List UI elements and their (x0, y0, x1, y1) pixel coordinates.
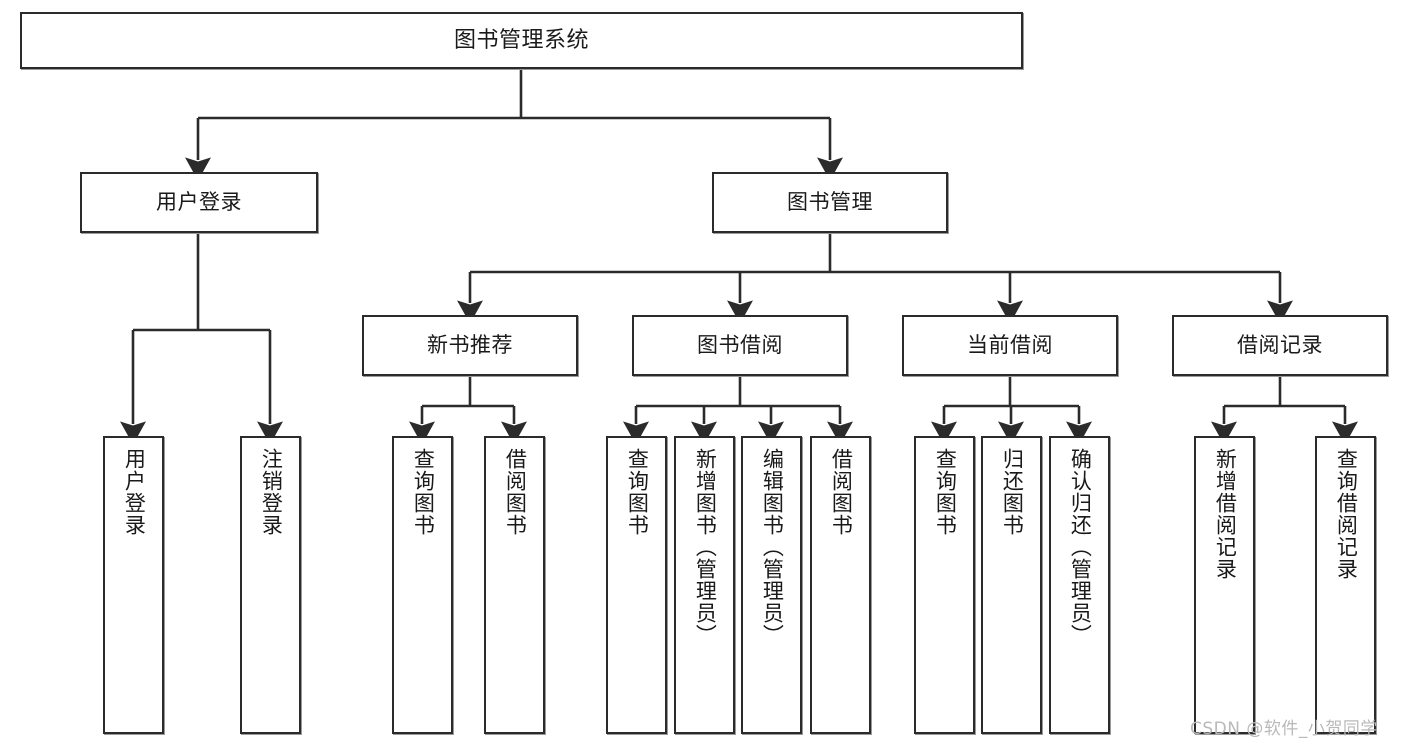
node-label: 编辑图书（管理员） (760, 448, 785, 646)
node-label: 借阅图书 (829, 448, 854, 536)
node-new-book-recommend[interactable]: 新书推荐 (362, 315, 578, 376)
leaf-add-book-admin[interactable]: 新增图书（管理员） (674, 436, 735, 734)
node-label: 查询借阅记录 (1334, 448, 1359, 580)
node-book-borrow[interactable]: 图书借阅 (632, 315, 848, 376)
node-label: 归还图书 (1000, 448, 1025, 536)
leaf-borrow-book[interactable]: 借阅图书 (810, 436, 871, 734)
node-label: 查询图书 (411, 448, 436, 536)
leaf-confirm-return-admin[interactable]: 确认归还（管理员） (1049, 436, 1110, 734)
leaf-query-borrow-record[interactable]: 查询借阅记录 (1315, 436, 1376, 734)
node-label: 查询图书 (625, 448, 650, 536)
node-user-login[interactable]: 用户登录 (80, 172, 318, 233)
node-label: 借阅记录 (1237, 333, 1323, 358)
node-label: 借阅图书 (503, 448, 528, 536)
leaf-edit-book-admin[interactable]: 编辑图书（管理员） (741, 436, 802, 734)
node-label: 用户登录 (122, 448, 147, 536)
node-label: 新增借阅记录 (1213, 448, 1238, 580)
node-label: 确认归还（管理员） (1068, 448, 1093, 646)
node-label: 图书管理 (787, 190, 873, 215)
leaf-borrow-book-new[interactable]: 借阅图书 (484, 436, 545, 734)
node-label: 用户登录 (156, 190, 242, 215)
node-label: 图书管理系统 (453, 27, 589, 53)
node-root-system[interactable]: 图书管理系统 (20, 12, 1023, 69)
node-label: 新增图书（管理员） (693, 448, 718, 646)
leaf-query-book-new[interactable]: 查询图书 (392, 436, 453, 734)
node-label: 新书推荐 (427, 333, 513, 358)
watermark-text: CSDN @软件_小贺同学 (1190, 719, 1378, 739)
node-current-borrow[interactable]: 当前借阅 (902, 315, 1118, 376)
node-label: 注销登录 (259, 448, 284, 536)
leaf-user-login[interactable]: 用户登录 (103, 436, 164, 734)
node-borrow-record[interactable]: 借阅记录 (1172, 315, 1388, 376)
leaf-return-book[interactable]: 归还图书 (981, 436, 1042, 734)
node-label: 图书借阅 (697, 333, 783, 358)
leaf-query-book-current[interactable]: 查询图书 (914, 436, 975, 734)
leaf-query-book-borrow[interactable]: 查询图书 (606, 436, 667, 734)
node-label: 当前借阅 (967, 333, 1053, 358)
node-book-management[interactable]: 图书管理 (712, 172, 948, 233)
node-label: 查询图书 (933, 448, 958, 536)
leaf-add-borrow-record[interactable]: 新增借阅记录 (1194, 436, 1255, 734)
leaf-logout[interactable]: 注销登录 (240, 436, 301, 734)
